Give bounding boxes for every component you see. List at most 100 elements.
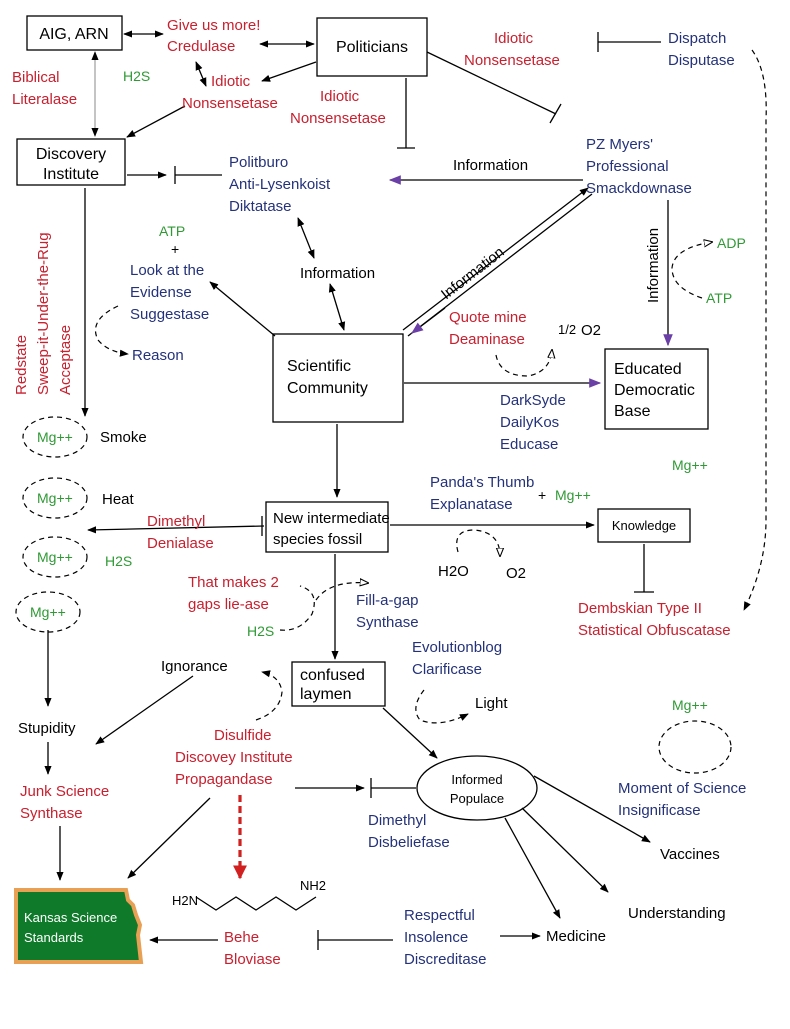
laymen-line-2: laymen [300,686,352,703]
node-informed-populace: Informed Populace [416,755,538,821]
mg-cycle-moment [658,720,732,774]
discovery-line-2: Institute [43,166,99,183]
biblical-l2: Literalase [12,91,77,108]
educated-line-2: Democratic [614,382,695,399]
moment-l1: Moment of Science [618,780,746,797]
information-label-vert: Information [645,228,662,303]
mg-pandas: Mg++ [555,487,591,503]
h2s-cycle-left [279,585,315,631]
node-politicians: Politicians [316,17,428,77]
cycles [15,242,732,774]
connectors [44,30,767,950]
mg-right: Mg++ [672,457,708,473]
inhibit-pz [549,103,562,124]
molecule-nh2: NH2 [300,878,326,893]
light-label: Light [475,695,508,712]
biblical-l1: Biblical [12,69,60,86]
fossil-line-2: species fossil [273,531,362,548]
twogaps-l1: That makes 2 [188,574,279,591]
information-label-mid: Information [300,265,375,282]
mg-cycle-4 [15,591,81,633]
fill-gap-cycle [315,583,368,601]
credulase-l2: Credulase [167,38,235,55]
mg-4: Mg++ [30,604,66,620]
atp-adp-cycle [671,242,712,299]
ignorance-cycle [255,670,283,721]
chemical-labels: H2S ATP + ADP ATP 1/2 O2 Mg++ Mg++ Mg++ … [30,68,746,713]
light-cycle [415,689,469,724]
edge-information-scientific [328,283,346,331]
denialase-l2: Denialase [147,535,214,552]
edge-populace-understanding [521,807,609,893]
adp-label: ADP [717,235,746,251]
node-confused-laymen: confused laymen [291,661,386,707]
junk-l2: Synthase [20,805,83,822]
atp-plus: + [171,241,179,257]
evidense-l1: Look at the [130,262,204,279]
edge-populace-vaccines [533,775,651,843]
dembskian-l1: Dembskian Type II [578,600,702,617]
understanding-label: Understanding [628,905,726,922]
reason-label: Reason [132,347,184,364]
edge-populace-medicine [504,817,561,919]
pz-l1: PZ Myers' [586,136,653,153]
mg-cycle-3 [22,536,88,578]
laymen-line-1: confused [300,667,365,684]
h2s-top: H2S [123,68,150,84]
mg-1: Mg++ [37,429,73,445]
idiotic2-l1: Idiotic [320,88,360,105]
edge-politicians-idiotic [261,61,317,82]
node-knowledge: Knowledge [597,508,691,543]
evidense-l3: Suggestase [130,306,209,323]
idiotic1-l1: Idiotic [211,73,251,90]
discovery-line-1: Discovery [36,146,106,163]
edge-scientific-pz [402,187,589,331]
educated-line-3: Base [614,403,651,420]
kansas-line-2: Standards [24,930,84,945]
junk-l1: Junk Science [20,783,109,800]
pandas-l2: Explanatase [430,496,513,513]
edge-pz-scientific [411,307,446,334]
darksyde-l3: Educase [500,436,558,453]
idiotic2-l2: Nonsensetase [290,110,386,127]
redstate-l3: Acceptase [57,325,74,395]
molecule-h2n: H2N [172,893,198,908]
fossil-line-1: New intermediate [273,510,390,527]
o2-bottom: O2 [506,565,526,582]
darksyde-l2: DailyKos [500,414,559,431]
disulfide-l1: Disulfide [214,727,272,744]
twogaps-l2: gaps lie-ase [188,596,269,613]
mg-3: Mg++ [37,549,73,565]
fillgap-l1: Fill-a-gap [356,592,419,609]
insolence-l3: Discreditase [404,951,487,968]
heat-label: Heat [102,491,135,508]
stupidity-label: Stupidity [18,720,76,737]
edge-disulfide-kansas [127,797,211,879]
o2-top: O2 [581,322,601,339]
mg-cycle-1 [22,416,88,458]
h2o-label: H2O [438,563,469,580]
denialase-l1: Dimethyl [147,513,205,530]
half-label: 1/2 [558,322,576,337]
atp-right: ATP [706,290,732,306]
behe-l2: Bloviase [224,951,281,968]
pz-l3: Smackdownase [586,180,692,197]
mg-cycle-2 [22,477,88,519]
pandas-l1: Panda's Thumb [430,474,534,491]
node-aig-arn: AIG, ARN [26,15,123,51]
h2o-cycle [456,529,500,556]
fillgap-l2: Synthase [356,614,419,631]
evolutionblog-l2: Clarificase [412,661,482,678]
insolence-l1: Respectful [404,907,475,924]
redstate-l2: Sweep-it-Under-the-Rug [35,232,52,395]
h2s-left: H2S [105,553,132,569]
disbeliefase-l2: Disbeliefase [368,834,450,851]
reason-cycle [94,305,129,357]
idiotic1-l2: Nonsensetase [182,95,278,112]
edge-fossil-heat [87,525,265,534]
knowledge-label: Knowledge [612,518,676,533]
redstate-group: Redstate Sweep-it-Under-the-Rug Acceptas… [13,232,74,395]
putrescine-molecule: H2N NH2 [172,878,326,911]
o2-cycle [495,350,552,377]
